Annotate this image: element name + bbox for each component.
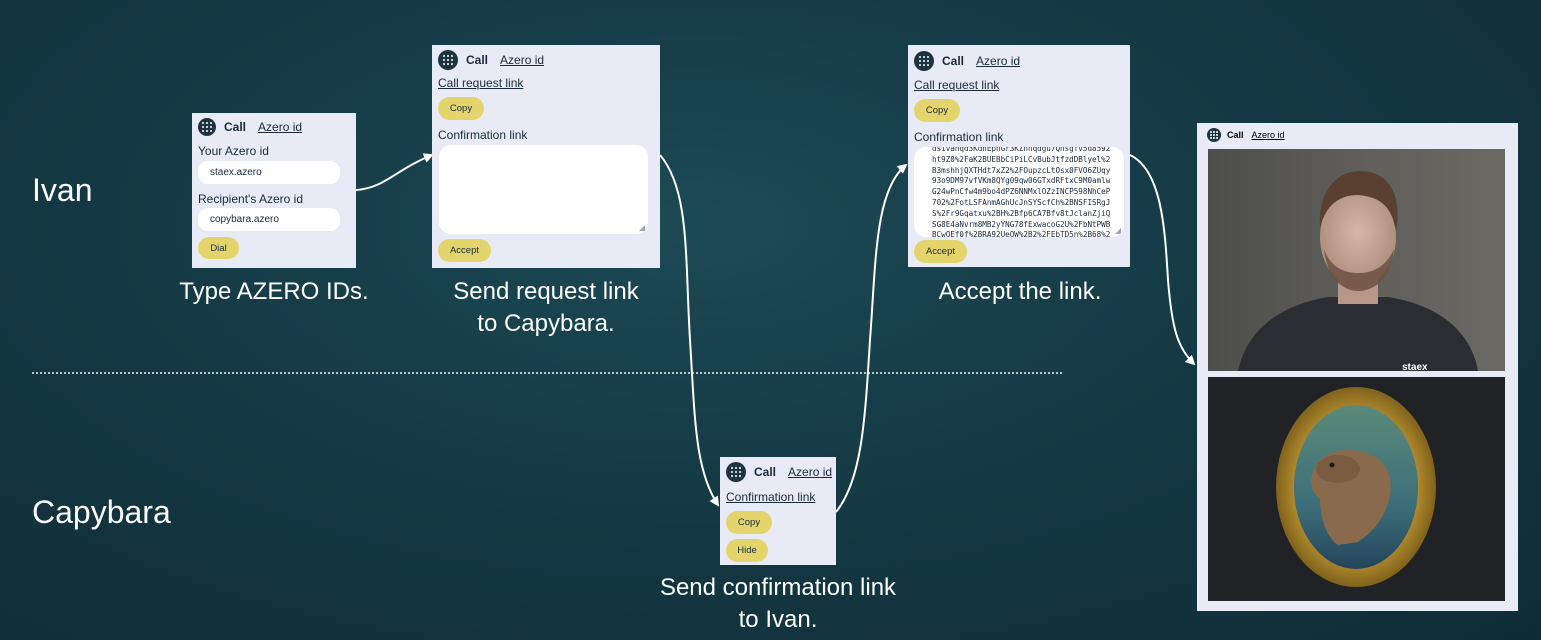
confirmation-link-textarea[interactable]: dsivanqd3KdhEpnGr3KZnnqdgu7Qnsgfv5d8592h… [914, 147, 1124, 237]
apps-grid-icon[interactable] [1207, 128, 1221, 142]
recipient-azero-id-input[interactable]: copybara.azero [198, 208, 340, 231]
your-azero-id-input[interactable]: staex.azero [198, 161, 340, 184]
accept-panel: Call Azero id Call request link Copy Con… [908, 45, 1130, 267]
confirmation-link-label: Confirmation link [438, 128, 528, 142]
confirmation-link[interactable]: Confirmation link [726, 490, 816, 504]
arrow-panel4-to-video [1129, 154, 1196, 366]
apps-grid-icon[interactable] [438, 50, 458, 70]
panel-title: Call [224, 120, 247, 134]
request-panel: Call Azero id Call request link Copy Con… [432, 45, 660, 268]
copy-button[interactable]: Copy [726, 511, 772, 534]
caption-type-ids: Type AZERO IDs. [179, 278, 369, 305]
lane-label-capybara: Capybara [32, 494, 171, 530]
tab-azero-id[interactable]: Azero id [500, 53, 545, 67]
arrow-panel3-to-panel4 [835, 163, 908, 513]
resize-grip-icon[interactable] [1115, 228, 1121, 234]
tab-azero-id[interactable]: Azero id [788, 465, 833, 479]
caption-send-confirmation: Send confirmation link to Ivan. [659, 574, 897, 633]
your-azero-id-label: Your Azero id [198, 144, 269, 158]
confirmation-link-label: Confirmation link [914, 130, 1004, 144]
dial-panel: Call Azero id Your Azero id staex.azero … [192, 113, 356, 268]
call-request-link[interactable]: Call request link [914, 78, 1000, 92]
resize-grip-icon[interactable] [639, 225, 645, 231]
call-request-link[interactable]: Call request link [438, 76, 524, 90]
copy-button[interactable]: Copy [438, 97, 484, 120]
recipient-azero-id-label: Recipient's Azero id [198, 192, 304, 206]
tab-azero-id[interactable]: Azero id [1251, 130, 1285, 140]
apps-grid-icon[interactable] [914, 51, 934, 71]
panel-title: Call [1227, 130, 1244, 140]
confirmation-link-textarea[interactable] [439, 145, 648, 234]
panel-title: Call [754, 465, 777, 479]
arrow-panel1-to-panel2 [355, 153, 434, 191]
accept-button[interactable]: Accept [914, 240, 967, 263]
dial-button[interactable]: Dial [198, 237, 239, 259]
panel-title: Call [942, 54, 965, 68]
shirt-logo: staex [1402, 362, 1428, 371]
accept-button[interactable]: Accept [438, 239, 491, 262]
local-video-capybara [1208, 377, 1505, 601]
hide-button[interactable]: Hide [726, 539, 768, 562]
remote-video-ivan: staex [1208, 149, 1505, 371]
caption-accept-link: Accept the link. [938, 278, 1102, 305]
arrow-panel2-to-panel3 [659, 154, 720, 507]
apps-grid-icon[interactable] [726, 462, 746, 482]
video-call-panel: Call Azero id staex [1197, 123, 1518, 611]
caption-send-request: Send request link to Capybara. [453, 278, 639, 337]
tab-azero-id[interactable]: Azero id [258, 120, 303, 134]
tab-azero-id[interactable]: Azero id [976, 54, 1021, 68]
apps-grid-icon[interactable] [198, 118, 216, 136]
lane-label-ivan: Ivan [32, 172, 93, 208]
panel-title: Call [466, 53, 489, 67]
copy-button[interactable]: Copy [914, 99, 960, 122]
confirmation-link-value: dsivanqd3KdhEpnGr3KZnnqdgu7Qnsgfv5d8592h… [932, 147, 1111, 237]
lane-divider [32, 372, 1062, 374]
confirmation-panel: Call Azero id Confirmation link Copy Hid… [720, 457, 836, 565]
